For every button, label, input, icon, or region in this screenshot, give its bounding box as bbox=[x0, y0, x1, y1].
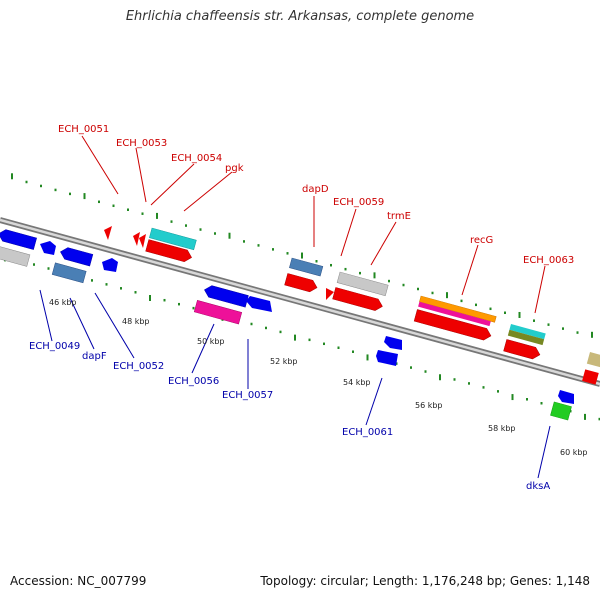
gene-ech-0059-arrow[interactable] bbox=[326, 288, 334, 300]
kbp-label: 48 kbp bbox=[122, 317, 150, 326]
gene-label: ECH_0052 bbox=[113, 361, 164, 372]
accession-text: Accession: NC_007799 bbox=[10, 574, 147, 588]
kbp-label: 52 kbp bbox=[270, 357, 298, 366]
topology-text: Topology: circular; Length: 1,176,248 bp… bbox=[260, 574, 590, 588]
gene-ech-0049[interactable] bbox=[0, 228, 37, 267]
kbp-label: 54 kbp bbox=[343, 378, 371, 387]
gene-label: trmE bbox=[387, 211, 411, 222]
gene-label: ECH_0063 bbox=[523, 255, 574, 266]
gene-edge-right[interactable] bbox=[582, 352, 600, 385]
gene-label: ECH_0056 bbox=[168, 376, 219, 387]
gene-ech-0061-bottom[interactable] bbox=[376, 350, 398, 366]
gene-label: dksA bbox=[526, 481, 550, 492]
gene-trme[interactable] bbox=[332, 271, 389, 312]
gene-ech-0063[interactable] bbox=[503, 324, 546, 361]
gene-dapd[interactable] bbox=[284, 257, 324, 293]
gene-ech-0053-arrow[interactable] bbox=[133, 232, 140, 246]
reverse-genes bbox=[0, 228, 574, 421]
gene-recg[interactable] bbox=[413, 295, 497, 342]
gene-label: dapD bbox=[302, 184, 329, 195]
gene-ech-0056[interactable] bbox=[193, 283, 249, 325]
forward-genes bbox=[104, 226, 600, 385]
gene-label: recG bbox=[470, 235, 493, 246]
gene-label: dapF bbox=[82, 351, 107, 362]
gene-label: pgk bbox=[225, 163, 244, 174]
gene-label: ECH_0059 bbox=[333, 197, 384, 208]
kbp-label: 56 kbp bbox=[415, 401, 443, 410]
kbp-label: 46 kbp bbox=[49, 298, 77, 307]
kbp-label: 50 kbp bbox=[197, 337, 225, 346]
gene-label: ECH_0061 bbox=[342, 427, 393, 438]
gene-ech-0061-top[interactable] bbox=[384, 336, 402, 350]
gene-label: ECH_0051 bbox=[58, 124, 109, 135]
gene-label: ECH_0057 bbox=[222, 390, 273, 401]
kbp-label: 58 kbp bbox=[488, 424, 516, 433]
gene-pgk[interactable] bbox=[145, 227, 197, 263]
gene-dapf[interactable] bbox=[51, 245, 94, 284]
genome-backbone bbox=[0, 217, 600, 387]
gene-ech-0052-arrow[interactable] bbox=[102, 258, 118, 272]
leader-lines bbox=[39, 135, 551, 479]
gene-label: ECH_0053 bbox=[116, 138, 167, 149]
tick-marks bbox=[4, 173, 600, 421]
gene-dksa-top[interactable] bbox=[558, 390, 574, 404]
gene-ech-0050-arrow[interactable] bbox=[40, 241, 56, 255]
gene-labels: ECH_0051 ECH_0053 ECH_0054 pgk dapD ECH_… bbox=[29, 124, 574, 492]
gene-label: ECH_0049 bbox=[29, 341, 80, 352]
gene-ech-0054-arrow[interactable] bbox=[139, 234, 146, 248]
scale-labels: 46 kbp 48 kbp 50 kbp 52 kbp 54 kbp 56 kb… bbox=[49, 298, 588, 457]
kbp-label: 60 kbp bbox=[560, 448, 588, 457]
gene-dksa[interactable] bbox=[550, 401, 572, 421]
page-title: Ehrlichia chaffeensis str. Arkansas, com… bbox=[125, 9, 475, 24]
gene-ech-0057-arrow[interactable] bbox=[246, 296, 272, 312]
gene-label: ECH_0054 bbox=[171, 153, 222, 164]
gene-ech-0051-arrow[interactable] bbox=[104, 226, 112, 240]
